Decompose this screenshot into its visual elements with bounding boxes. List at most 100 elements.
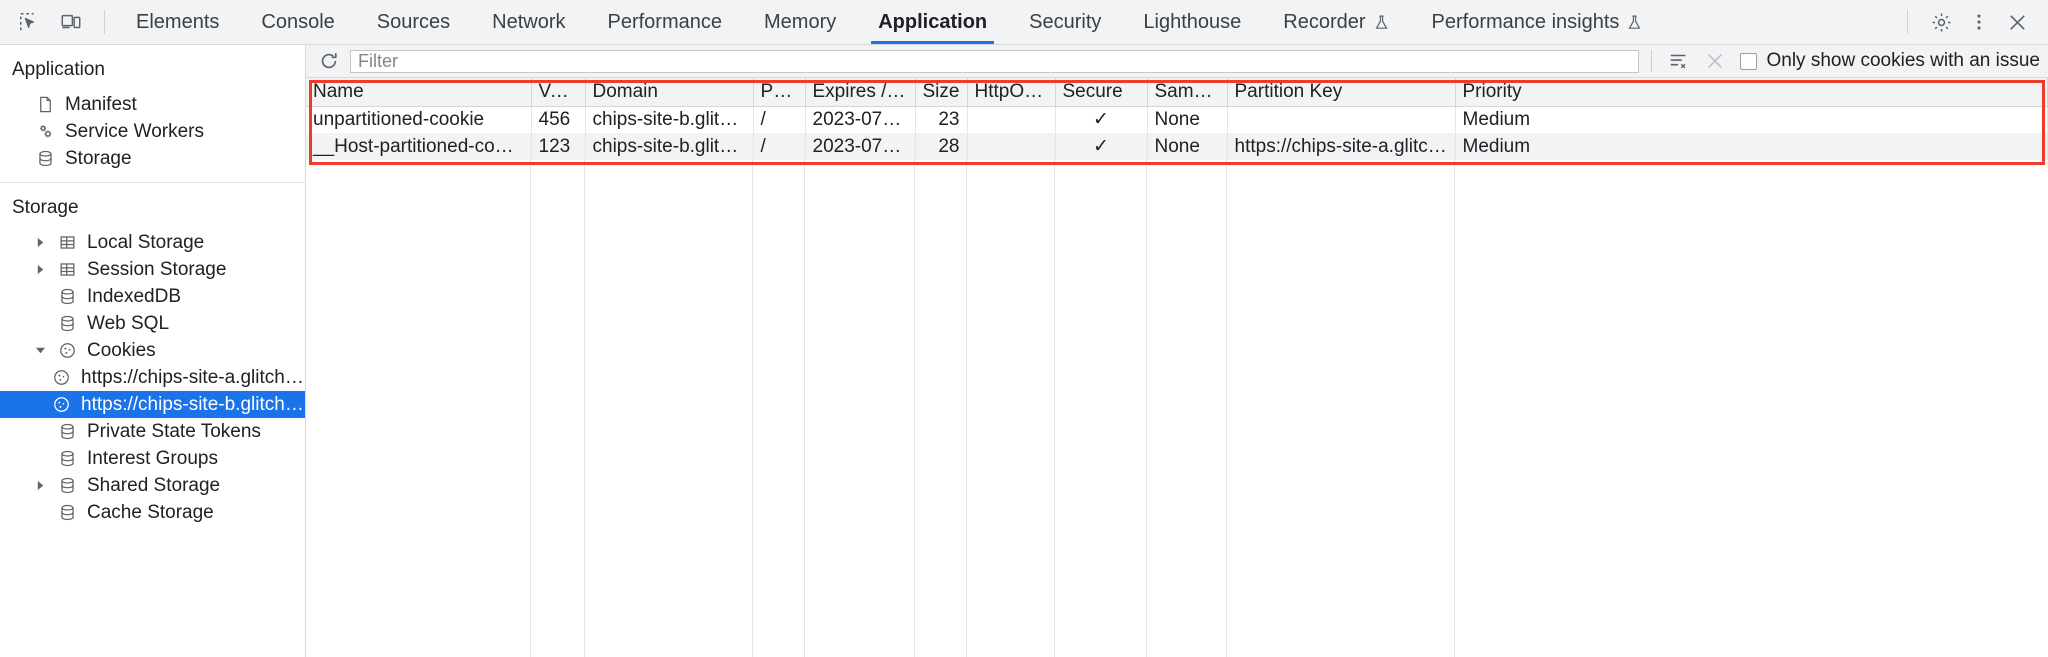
sidebar-item-service-workers[interactable]: Service Workers xyxy=(0,118,305,145)
chevron-down-icon[interactable] xyxy=(34,346,47,355)
tab-lighthouse-label: Lighthouse xyxy=(1143,10,1242,33)
sidebar-item-label: https://chips-site-b.glitch.me xyxy=(81,393,305,415)
toolbar-divider xyxy=(104,10,105,34)
tab-recorder[interactable]: Recorder xyxy=(1262,0,1410,44)
sidebar-item-indexeddb[interactable]: IndexedDB xyxy=(0,283,305,310)
tab-sources[interactable]: Sources xyxy=(356,0,471,44)
toolbar-divider xyxy=(1907,10,1908,34)
tab-elements[interactable]: Elements xyxy=(115,0,240,44)
empty-col xyxy=(1147,160,1227,657)
tab-recorder-label: Recorder xyxy=(1283,10,1366,33)
empty-col xyxy=(967,160,1055,657)
sidebar-item-cookies-site-b[interactable]: https://chips-site-b.glitch.me xyxy=(0,391,305,418)
clear-filtered-icon[interactable] xyxy=(1664,48,1694,74)
chevron-right-icon[interactable] xyxy=(34,480,47,491)
cell-domain: chips-site-b.glitch.me xyxy=(585,106,754,133)
devtools-body: Application Manifest xyxy=(0,45,2048,657)
cookies-table-zone: Name Value Domain Path Expires / M… Size… xyxy=(306,78,2048,657)
chevron-right-icon[interactable] xyxy=(34,237,47,248)
sidebar-item-cache-storage[interactable]: Cache Storage xyxy=(0,499,305,526)
inspect-element-icon[interactable] xyxy=(10,3,48,41)
cell-priority: Medium xyxy=(1455,133,2048,160)
column-header-samesite[interactable]: SameSite xyxy=(1147,78,1228,107)
tab-network[interactable]: Network xyxy=(471,0,586,44)
filter-input[interactable]: Filter xyxy=(350,49,1640,73)
sidebar-item-storage[interactable]: Storage xyxy=(0,145,305,172)
tab-console[interactable]: Console xyxy=(240,0,355,44)
empty-col xyxy=(753,160,805,657)
cell-name: unpartitioned-cookie xyxy=(306,106,532,133)
tab-performance[interactable]: Performance xyxy=(587,0,744,44)
empty-col xyxy=(306,160,531,657)
tab-elements-label: Elements xyxy=(136,10,220,33)
cell-httponly xyxy=(967,106,1056,133)
device-toolbar-icon[interactable] xyxy=(52,3,90,41)
storage-section: Storage Local Storage xyxy=(0,182,305,536)
sidebar-item-web-sql[interactable]: Web SQL xyxy=(0,310,305,337)
tab-performance-insights[interactable]: Performance insights xyxy=(1411,0,1665,44)
column-header-partition-key[interactable]: Partition Key xyxy=(1227,78,1456,107)
cookies-table: Name Value Domain Path Expires / M… Size… xyxy=(306,78,2048,160)
gear-icon[interactable] xyxy=(1922,3,1960,41)
tab-lighthouse[interactable]: Lighthouse xyxy=(1122,0,1262,44)
cookie-icon xyxy=(50,395,72,414)
chevron-right-icon[interactable] xyxy=(34,264,47,275)
sidebar-item-shared-storage[interactable]: Shared Storage xyxy=(0,472,305,499)
sidebar-item-private-state-tokens[interactable]: Private State Tokens xyxy=(0,418,305,445)
column-header-name[interactable]: Name xyxy=(306,78,532,107)
cell-value: 456 xyxy=(531,106,586,133)
only-show-issues-checkbox-wrap[interactable]: Only show cookies with an issue xyxy=(1740,50,2040,72)
sidebar-item-cookies[interactable]: Cookies xyxy=(0,337,305,364)
column-header-secure[interactable]: Secure xyxy=(1055,78,1148,107)
sidebar-item-interest-groups[interactable]: Interest Groups xyxy=(0,445,305,472)
tab-memory[interactable]: Memory xyxy=(743,0,857,44)
sidebar-item-local-storage[interactable]: Local Storage xyxy=(0,229,305,256)
sidebar-item-label: https://chips-site-a.glitch.me xyxy=(81,366,305,388)
tab-performance-label: Performance xyxy=(607,10,723,33)
cell-value: 123 xyxy=(531,133,586,160)
cell-partition-key: https://chips-site-a.glitch.me xyxy=(1227,133,1456,160)
column-header-path[interactable]: Path xyxy=(753,78,806,107)
clear-all-icon[interactable] xyxy=(1700,48,1730,74)
sidebar-item-label: Cache Storage xyxy=(87,501,214,523)
only-show-issues-checkbox[interactable] xyxy=(1740,52,1758,70)
cell-partition-key xyxy=(1227,106,1456,133)
cell-samesite: None xyxy=(1147,133,1228,160)
sidebar-item-cookies-site-a[interactable]: https://chips-site-a.glitch.me xyxy=(0,364,305,391)
column-header-value[interactable]: Value xyxy=(531,78,586,107)
sidebar-item-session-storage[interactable]: Session Storage xyxy=(0,256,305,283)
column-header-httponly[interactable]: HttpOnly xyxy=(967,78,1056,107)
sidebar-item-manifest[interactable]: Manifest xyxy=(0,91,305,118)
more-vertical-icon[interactable] xyxy=(1960,3,1998,41)
sidebar-item-label: Interest Groups xyxy=(87,447,218,469)
tab-application-label: Application xyxy=(878,10,988,33)
refresh-icon[interactable] xyxy=(314,48,344,74)
database-icon xyxy=(56,287,78,306)
tab-security[interactable]: Security xyxy=(1008,0,1122,44)
close-icon[interactable] xyxy=(1998,3,2036,41)
cell-secure: ✓ xyxy=(1055,133,1148,160)
sidebar-item-label: Service Workers xyxy=(65,120,205,142)
database-icon xyxy=(56,314,78,333)
database-icon xyxy=(56,476,78,495)
empty-col xyxy=(1055,160,1147,657)
table-empty-columns xyxy=(306,160,2048,657)
column-header-expires[interactable]: Expires / M… xyxy=(805,78,916,107)
table-icon xyxy=(56,260,78,279)
empty-col xyxy=(805,160,915,657)
column-header-priority[interactable]: Priority xyxy=(1455,78,2048,107)
toolbar-right-controls xyxy=(1901,0,2048,44)
sidebar-item-label: Shared Storage xyxy=(87,474,221,496)
tab-console-label: Console xyxy=(261,10,335,33)
cell-size: 23 xyxy=(915,106,968,133)
table-row[interactable]: __Host-partitioned-cookie 123 chips-site… xyxy=(306,133,2048,160)
column-header-size[interactable]: Size xyxy=(915,78,968,107)
tab-application[interactable]: Application xyxy=(857,0,1008,44)
table-row[interactable]: unpartitioned-cookie 456 chips-site-b.gl… xyxy=(306,106,2048,133)
sidebar-item-label: Web SQL xyxy=(87,312,170,334)
cookie-icon xyxy=(56,341,78,360)
cell-path: / xyxy=(753,133,806,160)
column-header-domain[interactable]: Domain xyxy=(585,78,754,107)
experiment-flask-icon xyxy=(1626,14,1643,31)
